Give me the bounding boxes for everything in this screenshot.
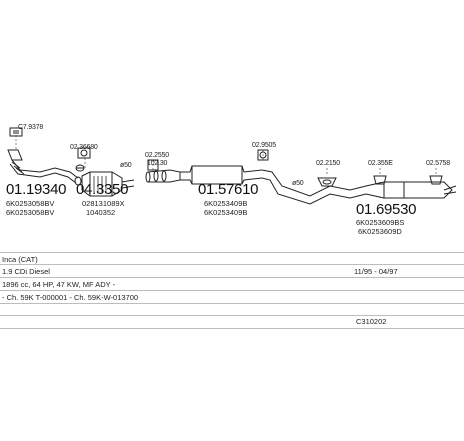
table-divider (0, 328, 464, 329)
part-code-big: 01.19340 (6, 181, 67, 198)
table-row-left: - Ch. 59K T-000001 - Ch. 59K-W-013700 (2, 293, 139, 302)
table-divider (0, 290, 464, 291)
exhaust-drawing (7, 127, 457, 205)
catalytic-converter (75, 164, 135, 197)
table-row-left: Inca (CAT) (2, 255, 38, 264)
part-code-small: C7.9378 (18, 124, 44, 131)
part-code-small: 02.2150 (316, 160, 340, 167)
part-ref: 6K0253409B (204, 199, 248, 208)
part-code-big: 01.69530 (356, 201, 417, 218)
table-divider (0, 277, 464, 278)
part-code-small: 02.36680 (70, 144, 98, 151)
part-code-big: 04.3350 (76, 181, 129, 198)
clamp-parts (9, 127, 443, 187)
part-ref: 6K0253058BV (6, 199, 55, 208)
part-ref: 6K0253409B (204, 208, 248, 217)
table-divider (0, 303, 464, 304)
front-pipe (7, 149, 82, 186)
table-row-left: 1896 cc, 64 HP, 47 KW, MF ADY - (2, 280, 116, 289)
part-code-small: 02.5758 (426, 160, 450, 167)
part-ref: 6K0253058BV (6, 208, 55, 217)
part-ref: 6K0253609D (358, 227, 402, 236)
part-ref: 028131089X (82, 199, 125, 208)
part-ref: 6K0253609BS (356, 218, 405, 227)
table-divider (0, 252, 464, 253)
catalog-code: C310202 (356, 317, 387, 326)
table-row-left: 1.9 CDi Diesel (2, 267, 50, 276)
part-code-small: 02.2550 (145, 152, 169, 159)
part-code-big: 01.57610 (198, 181, 259, 198)
table-divider (0, 315, 464, 316)
intermediate-pipe (145, 169, 181, 183)
rear-bent-pipe (261, 169, 367, 205)
table-divider (0, 264, 464, 265)
exhaust-system-diagram: C7.9378 01.19340 6K0253058BV 6K0253058BV… (6, 124, 457, 236)
part-code-small: 02.9505 (252, 142, 276, 149)
pipe-diameter: ø50 (292, 180, 304, 187)
middle-silencer (180, 165, 263, 185)
part-code-sub: 102.30 (147, 160, 168, 167)
part-ref: 1040352 (86, 208, 116, 217)
pipe-diameter: ø50 (120, 162, 132, 169)
part-code-small: 02.355E (368, 160, 393, 167)
table-row-right: 11/95 - 04/97 (354, 267, 398, 276)
